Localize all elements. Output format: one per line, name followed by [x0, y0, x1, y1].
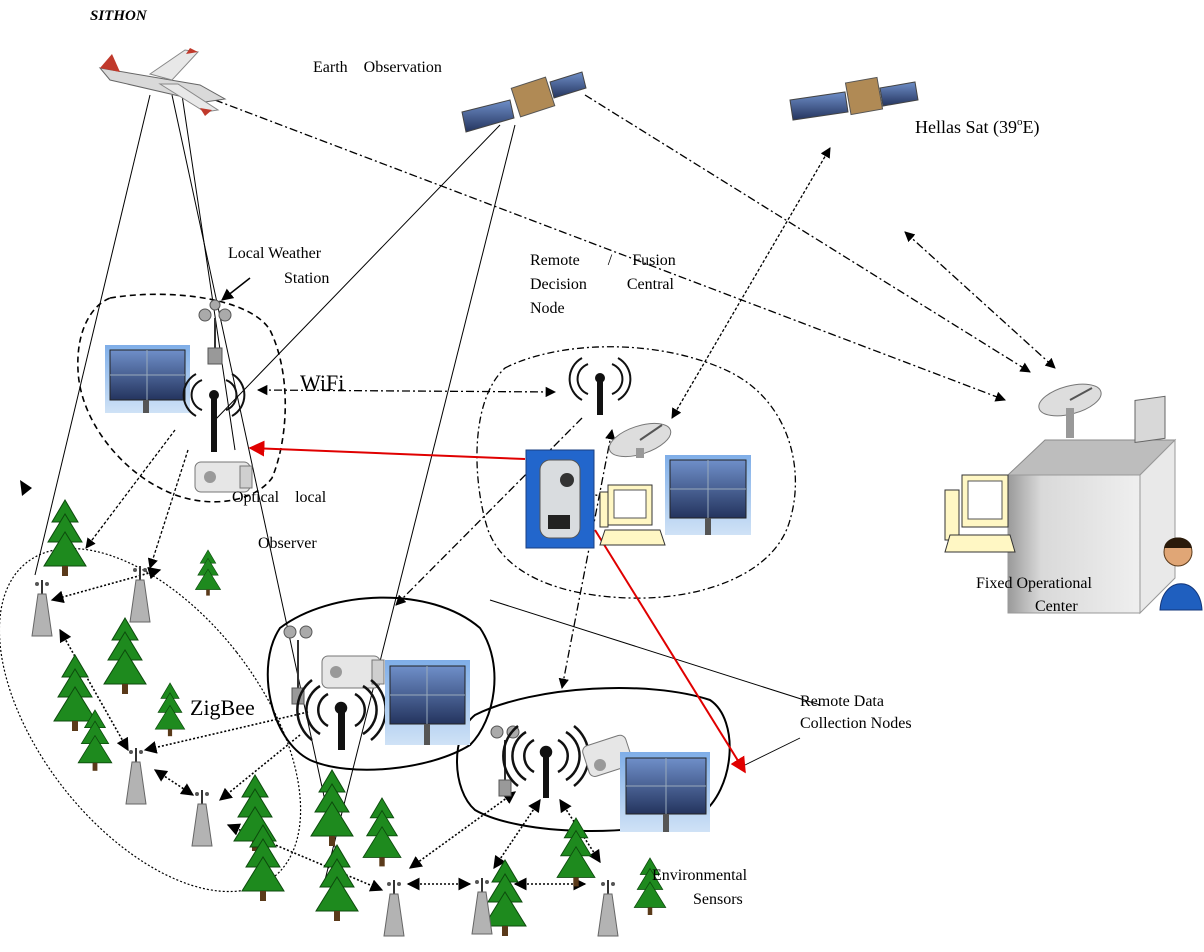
- sensor-pole: [125, 748, 147, 805]
- fusion-central-node: [525, 357, 751, 549]
- solar-panel-icon: [665, 455, 751, 535]
- label-optical-1: Optical local: [232, 489, 327, 506]
- label-remote-data-2: Collection Nodes: [800, 715, 912, 732]
- tree: [556, 817, 596, 887]
- solar-panel-icon: [105, 345, 190, 413]
- building-icon: [1006, 438, 1177, 615]
- label-fixed-center-1: Fixed Operational: [976, 575, 1093, 592]
- solar-panel-icon: [385, 660, 470, 745]
- label-optical-2: Observer: [258, 535, 317, 552]
- surveillance-camera-icon: [525, 449, 595, 549]
- tree: [483, 859, 527, 936]
- sensor-pole: [597, 880, 619, 937]
- uav-icon: [98, 48, 227, 116]
- tree: [315, 844, 359, 921]
- satellite-dish-icon: [1038, 383, 1102, 438]
- tree: [241, 824, 285, 901]
- label-hellas-sat: Hellas Sat (39oE): [915, 116, 1039, 138]
- anemometer-icon: [490, 725, 520, 797]
- wireless-antenna-icon: [182, 373, 246, 452]
- tree: [77, 709, 113, 771]
- label-remote-data-1: Remote Data: [800, 693, 884, 710]
- trees: [43, 499, 667, 936]
- remote-data-node-1: [283, 625, 470, 750]
- wireless-antenna-icon: [296, 679, 387, 750]
- remote-data-node-2: [490, 725, 710, 832]
- camera-icon: [582, 734, 633, 777]
- fixed-operational-center: [944, 383, 1203, 615]
- stray-arrowhead: [20, 480, 32, 496]
- sensor-poles: [31, 566, 619, 937]
- label-fixed-center-2: Center: [1035, 598, 1078, 615]
- satellite-dish-icon: [608, 422, 672, 458]
- local-weather-station: [105, 299, 253, 493]
- label-env-sensors-1: Environmental: [652, 867, 748, 884]
- tree: [103, 617, 147, 694]
- anemometer-icon: [198, 299, 232, 365]
- sensor-pole: [129, 566, 151, 623]
- label-remote-fusion-1: Remote / Fusion: [530, 252, 676, 269]
- sensor-pole: [191, 790, 213, 847]
- tree: [43, 499, 87, 576]
- sensor-pole: [383, 880, 405, 937]
- label-remote-fusion-3: Node: [530, 300, 565, 317]
- label-wifi: WiFi: [300, 370, 344, 395]
- hellas-sat-satellite-icon: [789, 76, 919, 121]
- solar-panel-icon: [620, 752, 710, 832]
- label-env-sensors-2: Sensors: [693, 891, 743, 908]
- diagram-title: SITHON: [90, 8, 148, 24]
- computer-icon: [944, 474, 1016, 553]
- weather-station-pointer: [221, 277, 251, 301]
- sensor-pole: [31, 580, 53, 637]
- tree: [194, 549, 222, 596]
- computer-icon: [599, 484, 666, 546]
- wireless-antenna-icon: [502, 725, 590, 798]
- tree: [154, 682, 186, 737]
- earth-observation-satellite-icon: [461, 71, 587, 133]
- anemometer-icon: [283, 625, 313, 705]
- links: [34, 94, 1056, 892]
- camera-icon: [321, 655, 385, 689]
- tree: [53, 654, 97, 731]
- operator-icon: [1134, 395, 1203, 611]
- label-local-weather-2: Station: [284, 270, 329, 287]
- local-weather-region: [77, 293, 287, 503]
- sensor-pole: [471, 878, 493, 935]
- label-remote-fusion-2: Decision Central: [530, 276, 675, 293]
- label-earth-observation: Earth Observation: [313, 59, 442, 76]
- tree: [362, 797, 402, 867]
- tree: [633, 857, 667, 915]
- labels: SITHON Earth Observation Hellas Sat (39o…: [90, 8, 1093, 908]
- label-zigbee: ZigBee: [190, 695, 255, 720]
- camera-icon: [194, 461, 253, 493]
- tree: [310, 769, 354, 846]
- label-local-weather-1: Local Weather: [228, 245, 322, 262]
- wireless-antenna-icon: [568, 357, 632, 415]
